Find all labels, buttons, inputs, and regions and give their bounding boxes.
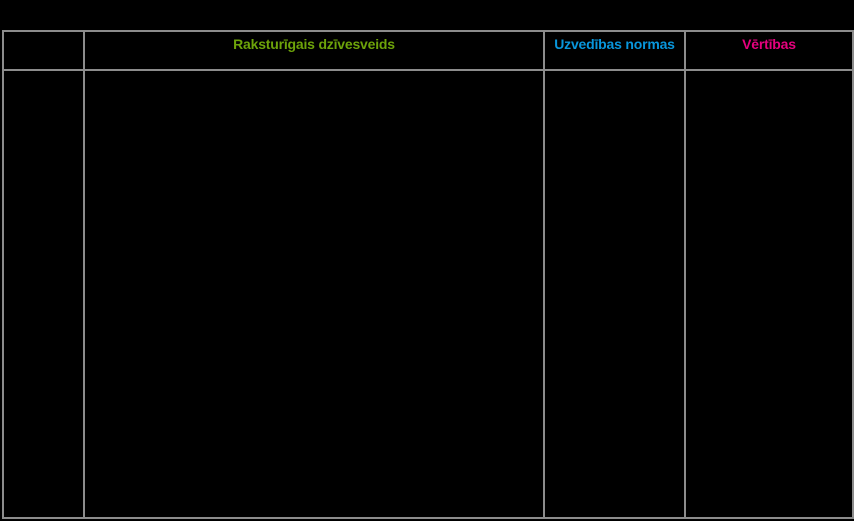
cell-norms [543, 69, 686, 519]
characteristics-matrix: Raksturīgais dzīvesveids Uzvedības norma… [2, 30, 854, 519]
column-header-norms: Uzvedības normas [543, 30, 686, 71]
column-header-row-label [2, 30, 85, 71]
table-header-row: Raksturīgais dzīvesveids Uzvedības norma… [2, 30, 854, 71]
cell-row-label [2, 69, 85, 519]
cell-lifestyle [83, 69, 545, 519]
column-header-values: Vērtības [684, 30, 854, 71]
column-header-lifestyle: Raksturīgais dzīvesveids [83, 30, 545, 71]
top-spacer [0, 0, 854, 30]
table-row [2, 69, 854, 519]
cell-values [684, 69, 854, 519]
table-container: Raksturīgais dzīvesveids Uzvedības norma… [2, 30, 854, 519]
